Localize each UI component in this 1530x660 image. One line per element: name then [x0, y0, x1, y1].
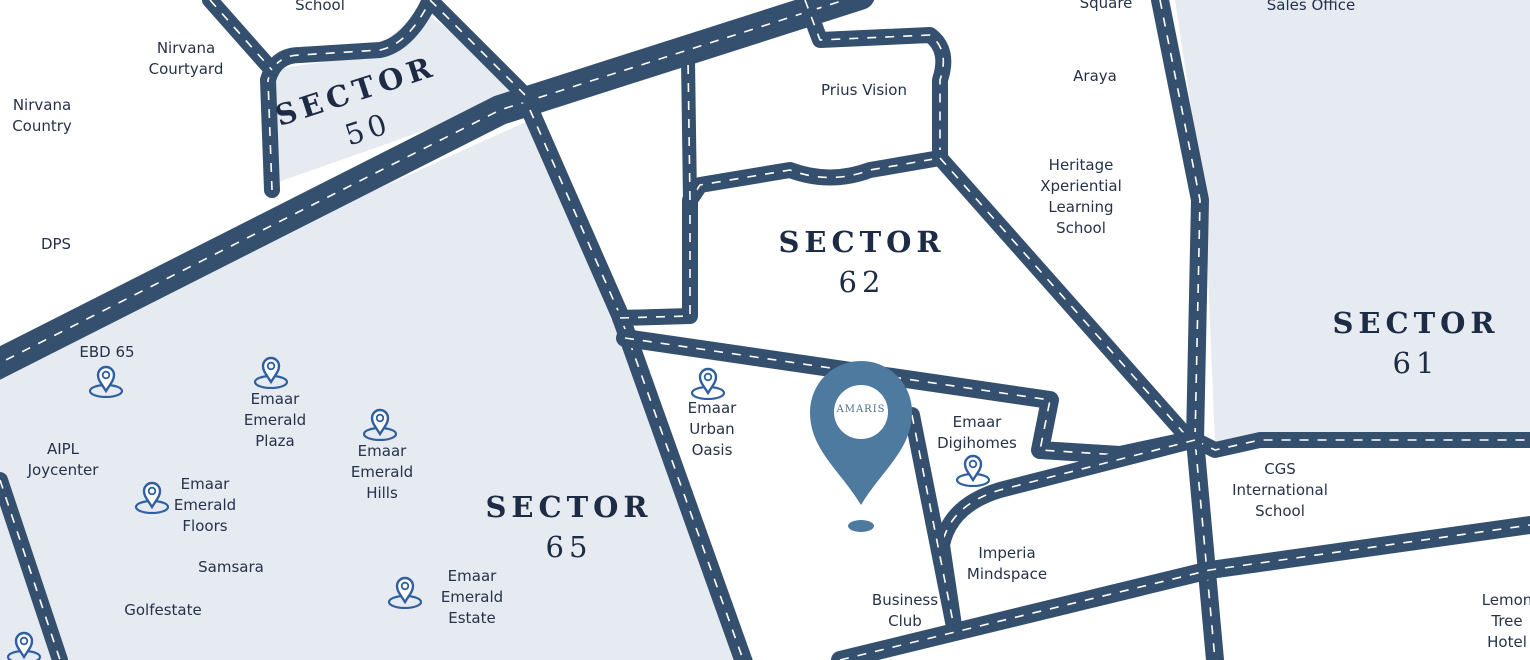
road-businessclub-centerline	[911, 414, 956, 633]
place-golfestate: Golfestate	[124, 601, 202, 619]
location-pin-icon	[690, 367, 726, 400]
location-pin-icon	[955, 454, 991, 487]
place-digihomes: Emaar Digihomes	[937, 413, 1017, 452]
road-sector62-north-centerline	[619, 157, 941, 319]
location-pin-icon	[387, 576, 423, 609]
road-sector65-west-centerline	[0, 479, 61, 660]
place-nirvana-courtyard: Nirvana Courtyard	[148, 39, 224, 78]
sector-50-area	[270, 10, 525, 185]
road-sector62-east-centerline	[939, 157, 1191, 441]
place-prius-vision: Prius Vision	[821, 81, 907, 99]
place-imperia-mindspace: Imperia Mindspace	[966, 544, 1048, 583]
road-sector50-right-centerline	[429, 0, 526, 96]
road-sector50-left-centerline	[209, 0, 273, 71]
location-pin-icon	[88, 365, 124, 398]
location-pin-icon	[134, 481, 170, 514]
road-vertical-east	[1151, 0, 1224, 660]
place-business-club: Business Club	[871, 591, 939, 630]
place-sales-office: Sales Office	[1266, 0, 1356, 14]
place-ebd-65: EBD 65	[79, 343, 135, 361]
place-emerald-plaza: Emaar Emerald Plaza	[243, 390, 307, 450]
place-aipl-joycenter: AIPL Joycenter	[27, 440, 99, 479]
place-lemon-tree-hotel: Lemon Tree Hotel	[1481, 591, 1530, 651]
road-main-diagonal	[0, 0, 875, 380]
road-sector62-top-centerline	[804, 0, 945, 158]
place-samsara: Samsara	[198, 558, 264, 576]
place-araya: Araya	[1073, 67, 1117, 85]
place-dps: DPS	[40, 235, 72, 253]
place-emerald-estate: Emaar Emerald Estate	[440, 567, 504, 627]
place-emerald-floors: Emaar Emerald Floors	[173, 475, 237, 535]
location-pin-icon	[253, 356, 289, 389]
place-school-top: School	[295, 0, 345, 14]
place-emerald-hills: Emaar Emerald Hills	[350, 442, 414, 502]
sector-65-area	[0, 120, 740, 660]
location-pin-icon	[362, 408, 398, 441]
place-nirvana-country: Nirvana Country	[12, 96, 72, 135]
road-sector62-top	[797, 0, 952, 166]
road-east-upper-centerline	[1194, 439, 1530, 451]
amaris-pin-icon	[810, 360, 912, 532]
place-square: Square	[1079, 0, 1133, 12]
road-south-east-centerline	[839, 524, 1530, 660]
place-heritage-school: Heritage Xperiential Learning School	[1040, 156, 1122, 237]
sector-61-area	[1175, 0, 1530, 445]
location-pin-icon	[6, 631, 42, 660]
place-cgs-school: CGS International School	[1232, 460, 1328, 520]
road-digihomes-curve-centerline	[941, 439, 1196, 633]
road-sector62-bend-centerline	[687, 59, 691, 201]
road-east-upper	[1187, 432, 1530, 458]
place-urban-oasis: Emaar Urban Oasis	[687, 399, 737, 459]
amaris-label: AMARIS	[836, 404, 886, 415]
